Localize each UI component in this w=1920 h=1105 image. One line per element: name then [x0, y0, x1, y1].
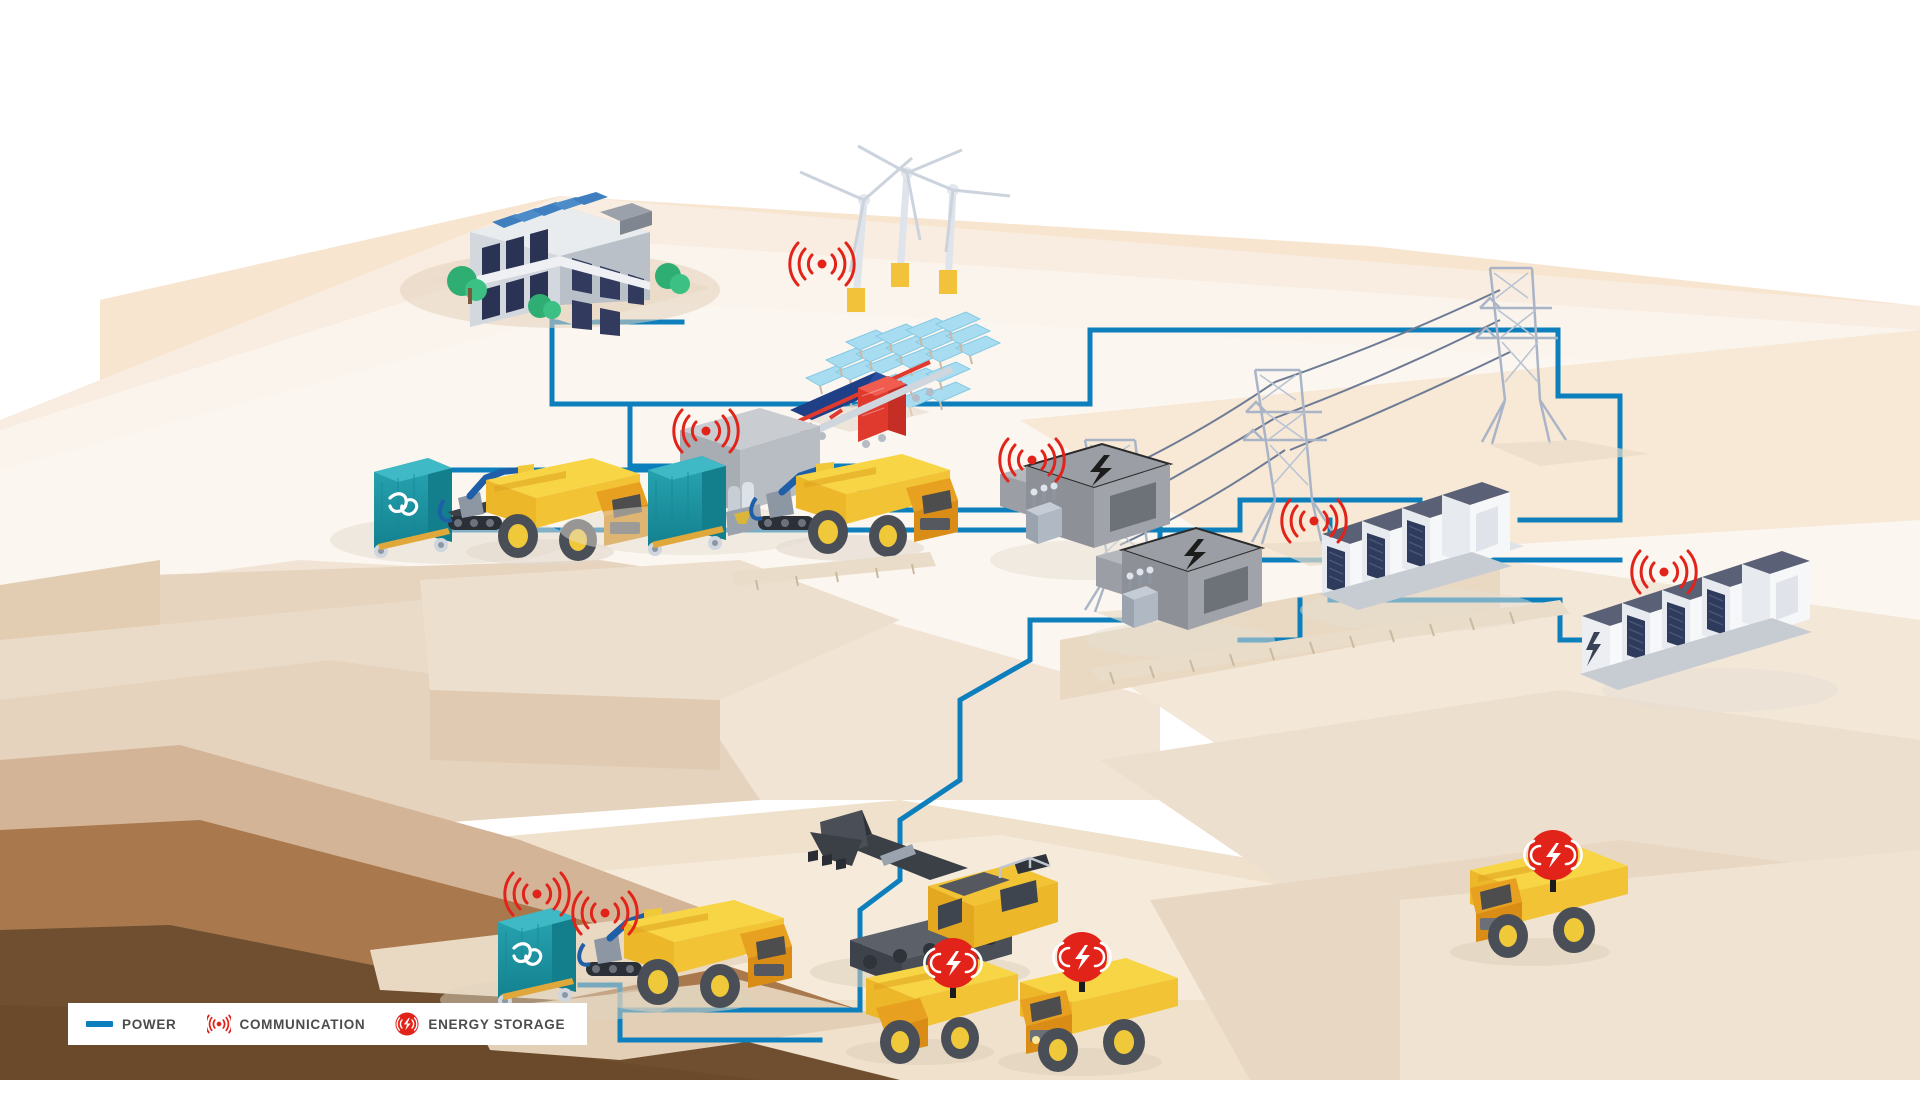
office-rooftop-solar	[492, 192, 608, 228]
solar-panel-rows	[804, 311, 1002, 423]
legend-item-communication[interactable]: COMMUNICATION	[206, 1014, 366, 1034]
substation-lower-transformer	[1122, 566, 1158, 628]
substation-upper-lightning-bolt-icon	[1090, 455, 1112, 486]
substation-lower-lightning-bolt-icon	[1184, 539, 1206, 570]
storage-marker-bench-right[interactable]	[1523, 830, 1583, 892]
legend-label-energy-storage: ENERGY STORAGE	[428, 1016, 566, 1032]
legend-label-communication: COMMUNICATION	[239, 1016, 366, 1032]
comm-marker-6	[503, 871, 571, 917]
power-line-swatch-icon	[86, 1021, 113, 1027]
conveyor-barrier-left	[730, 552, 936, 591]
bess-bank-left[interactable]	[1300, 482, 1540, 632]
legend-item-power[interactable]: POWER	[86, 1017, 177, 1032]
energy-storage-icon	[395, 1012, 419, 1036]
office-rooftop-unit-side	[620, 211, 652, 235]
transmission-tower-3	[1475, 266, 1568, 445]
solar-panel-array[interactable]	[804, 311, 1002, 423]
power-line-top-ring	[549, 319, 1623, 523]
comm-markers	[503, 241, 1698, 936]
storage-marker-pit-2[interactable]	[1052, 932, 1112, 992]
comm-marker-2	[672, 408, 740, 454]
conveyor-barrier-right	[1090, 600, 1570, 685]
charger3-logo-icon	[512, 942, 543, 966]
bess-bank-right[interactable]	[1580, 551, 1838, 712]
legend-label-power: POWER	[122, 1016, 177, 1032]
comm-marker-7	[571, 890, 639, 936]
charging-station-upper-mid-truck[interactable]	[776, 454, 958, 561]
wifi-signal-icon	[206, 1014, 231, 1034]
excavator-cylinder	[880, 844, 916, 866]
charger1-logo-icon	[388, 492, 419, 516]
comm-marker-4	[1280, 498, 1348, 544]
substation-lower-door	[1204, 566, 1248, 614]
substation-upper[interactable]	[990, 442, 1190, 580]
legend: POWER COMMUNICATION	[68, 1003, 588, 1045]
storage-markers	[923, 830, 1583, 998]
wind-turbine-1	[799, 156, 913, 312]
office-windows-left	[482, 229, 548, 320]
haul-truck-pit-charging[interactable]	[604, 900, 792, 1013]
storage-marker-pit-1[interactable]	[923, 938, 983, 998]
comm-marker-5	[1630, 549, 1698, 595]
office-rooftop-unit	[600, 203, 652, 221]
stacker-tower-red	[858, 376, 906, 442]
transmission-tower-2	[1242, 368, 1340, 545]
comm-marker-1	[788, 241, 856, 287]
office-building[interactable]	[400, 192, 720, 336]
pit-ramp-cut	[420, 560, 900, 700]
haul-truck-pit-2[interactable]	[998, 958, 1178, 1076]
bess-right-lightning-bolt-icon	[1586, 632, 1601, 666]
charger2-cabinet[interactable]	[648, 456, 726, 556]
substation-upper-door	[1110, 482, 1156, 532]
office-floor-band	[470, 256, 650, 290]
wind-turbine-3	[899, 166, 1011, 294]
wind-turbine-farm[interactable]	[799, 144, 1011, 312]
substation-lower[interactable]	[1085, 526, 1275, 658]
pit-ramp-face	[430, 690, 720, 770]
charger3-cabinet[interactable]	[498, 908, 576, 1008]
excavator-boom	[808, 810, 1010, 896]
charging-station-upper-mid[interactable]	[560, 408, 958, 561]
office-trees	[447, 263, 690, 319]
bess-left-units	[1322, 482, 1510, 604]
comm-marker-3	[998, 437, 1066, 483]
legend-item-energy-storage[interactable]: ENERGY STORAGE	[395, 1012, 565, 1036]
substation-upper-transformer	[1026, 482, 1062, 544]
